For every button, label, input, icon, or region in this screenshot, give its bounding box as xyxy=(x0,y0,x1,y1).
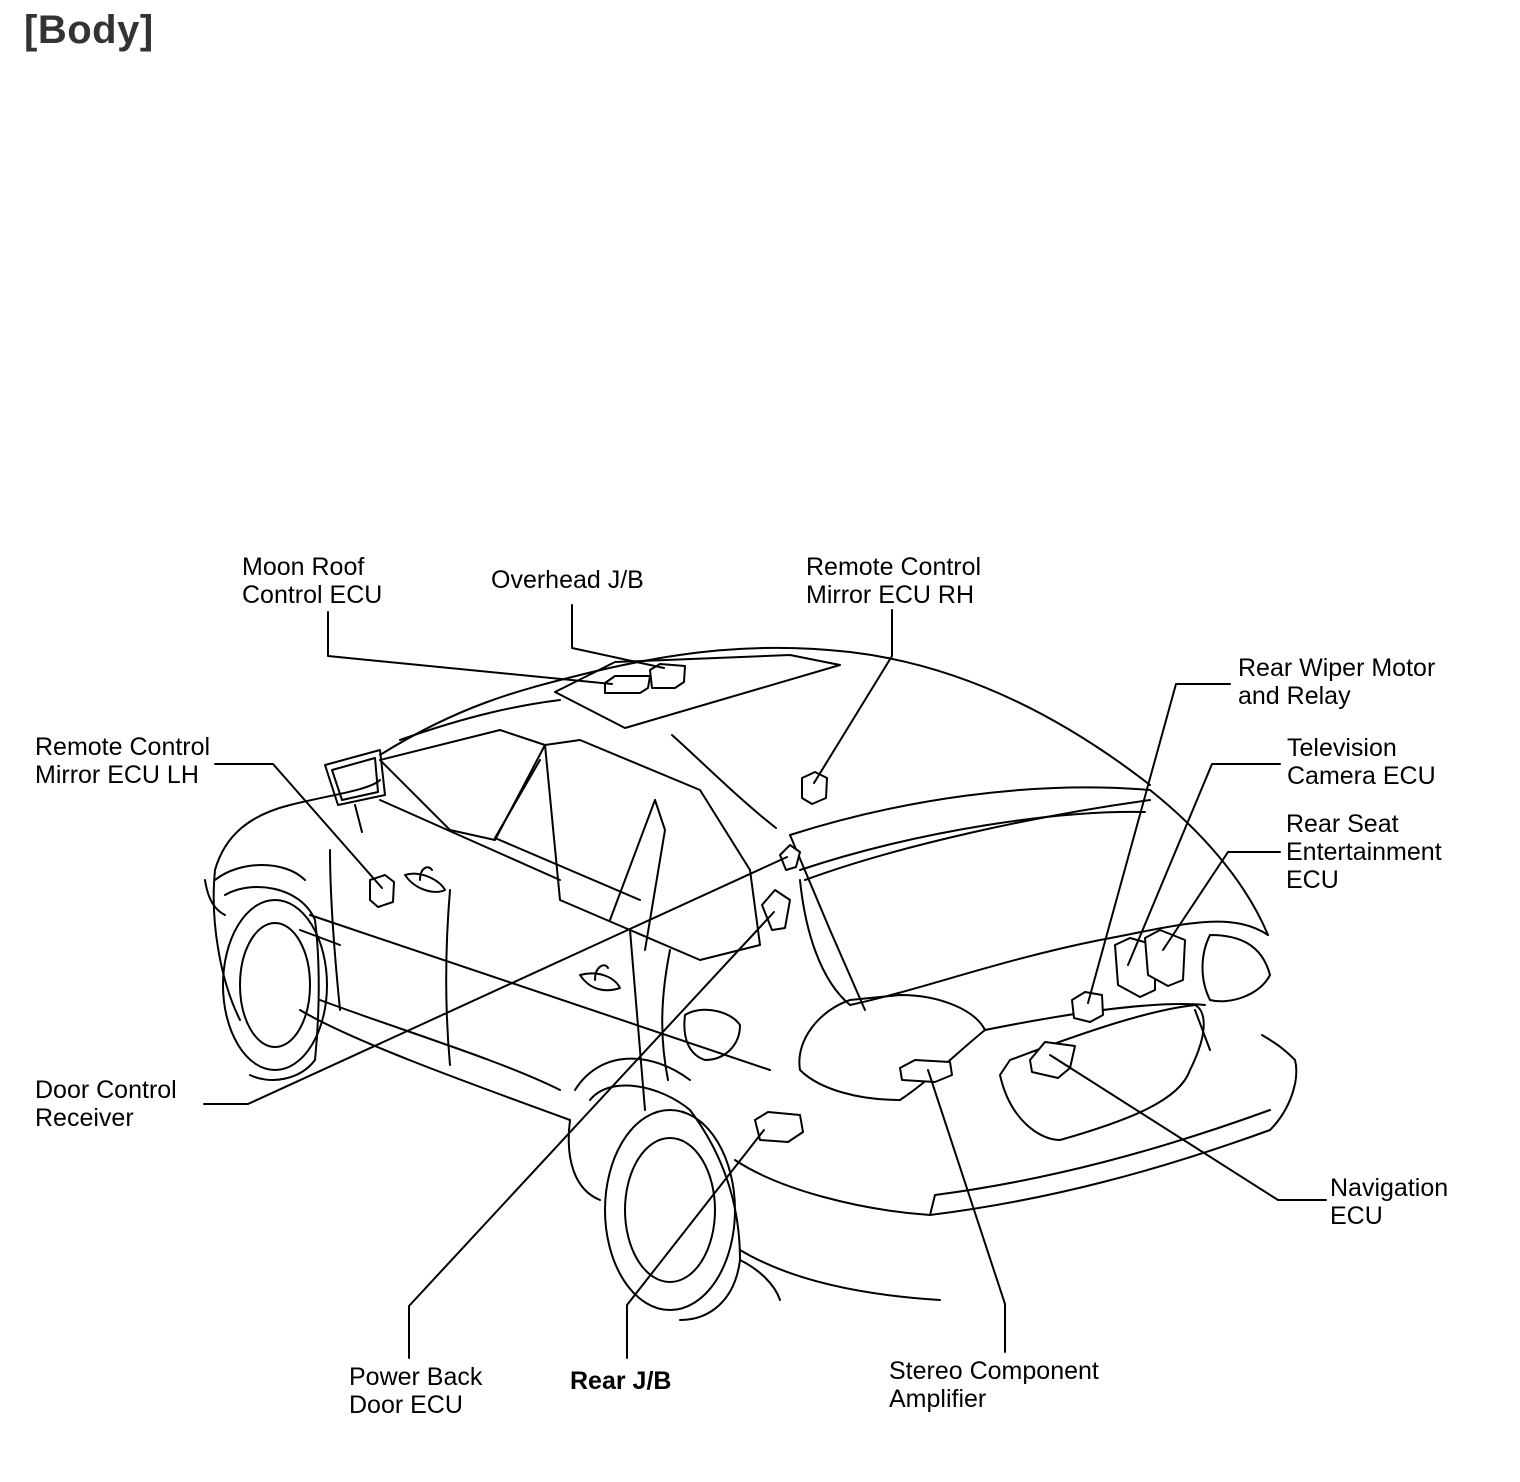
label-line: Entertainment xyxy=(1286,838,1442,866)
navigation-ecu-box xyxy=(1029,1041,1076,1079)
label-line: Stereo Component xyxy=(889,1357,1099,1385)
label-remote-control-mirror-ecu-rh: Remote Control Mirror ECU RH xyxy=(806,553,981,609)
label-rear-wiper-motor-and-relay: Rear Wiper Motor and Relay xyxy=(1238,654,1435,710)
label-line: Remote Control xyxy=(35,733,211,761)
label-line: Power Back xyxy=(349,1363,483,1391)
overhead-jb-box xyxy=(649,663,686,689)
rear-wiper-box xyxy=(1071,991,1104,1023)
label-line: and Relay xyxy=(1238,682,1351,710)
power-back-door-ecu-box xyxy=(761,889,791,931)
label-line: Door Control xyxy=(35,1076,177,1104)
label-line: Navigation xyxy=(1330,1174,1449,1202)
label-navigation-ecu: Navigation ECU xyxy=(1330,1174,1448,1230)
door-control-receiver-box xyxy=(779,844,801,871)
rear-seat-ecu-box xyxy=(1144,929,1186,987)
diagram-title: [Body] xyxy=(24,8,154,52)
label-door-control-receiver: Door Control Receiver xyxy=(35,1076,177,1132)
label-line: Control ECU xyxy=(242,581,383,609)
label-line: Door ECU xyxy=(349,1391,463,1419)
label-overhead-jb: Overhead J/B xyxy=(491,566,644,594)
label-line: Mirror ECU RH xyxy=(806,581,975,609)
label-line: Mirror ECU LH xyxy=(35,761,199,789)
label-line: ECU xyxy=(1330,1202,1383,1230)
components xyxy=(369,663,1186,1143)
label-line: Rear J/B xyxy=(570,1367,672,1395)
leader-lines xyxy=(203,604,1327,1359)
label-moon-roof-control-ecu: Moon Roof Control ECU xyxy=(242,553,382,609)
label-line: ECU xyxy=(1286,866,1339,894)
label-rear-seat-entertainment-ecu: Rear Seat Entertainment ECU xyxy=(1286,810,1442,894)
tv-camera-ecu-box xyxy=(1114,937,1156,998)
mirror-rh-ecu-box xyxy=(801,771,828,805)
label-line: Camera ECU xyxy=(1287,762,1436,790)
label-line: Receiver xyxy=(35,1104,134,1132)
label-power-back-door-ecu: Power Back Door ECU xyxy=(349,1363,482,1419)
moon-roof-ecu-box xyxy=(604,675,651,694)
label-stereo-component-amplifier: Stereo Component Amplifier xyxy=(889,1357,1099,1413)
label-remote-control-mirror-ecu-lh: Remote Control Mirror ECU LH xyxy=(35,733,210,789)
label-television-camera-ecu: Television Camera ECU xyxy=(1287,734,1436,790)
label-line: Rear Wiper Motor xyxy=(1238,654,1436,682)
label-line: Television xyxy=(1287,734,1397,762)
label-line: Moon Roof xyxy=(242,553,365,581)
rear-jb-box xyxy=(754,1111,804,1143)
label-rear-jb: Rear J/B xyxy=(570,1367,671,1395)
label-line: Remote Control xyxy=(806,553,982,581)
label-line: Rear Seat xyxy=(1286,810,1399,838)
label-line: Amplifier xyxy=(889,1385,987,1413)
label-line: Overhead J/B xyxy=(491,566,644,594)
stereo-amp-box xyxy=(899,1059,953,1083)
mirror-lh-ecu-box xyxy=(369,874,395,908)
car-outline xyxy=(204,646,1298,1321)
